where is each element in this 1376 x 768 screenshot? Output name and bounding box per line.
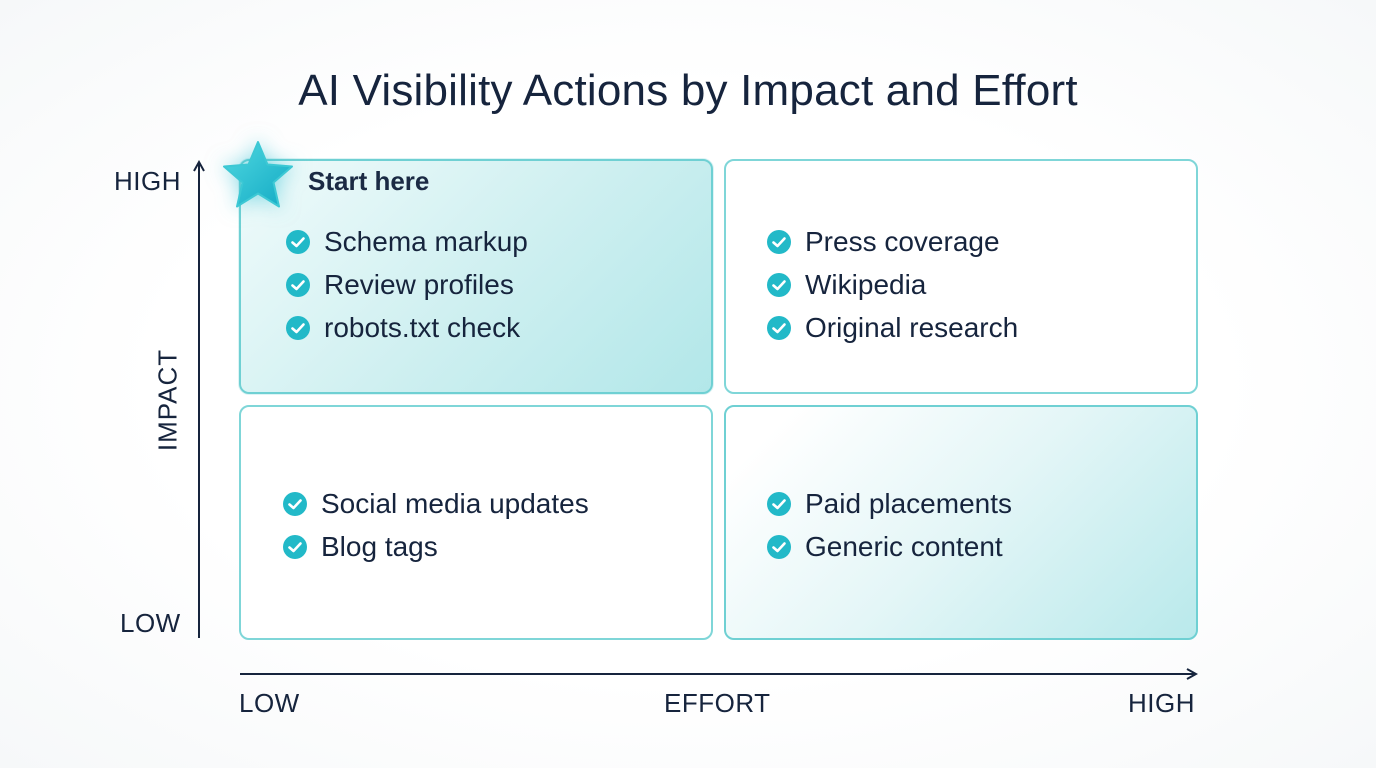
item-label: Schema markup bbox=[324, 225, 528, 257]
item-label: Social media updates bbox=[321, 487, 589, 519]
item-label: Paid placements bbox=[805, 487, 1013, 519]
y-axis-title: IMPACT bbox=[152, 348, 183, 452]
item-label: Original research bbox=[805, 311, 1019, 343]
quadrant-high-impact-low-effort bbox=[239, 159, 713, 394]
list-low-impact-low-effort: Social media updates Blog tags bbox=[283, 482, 589, 568]
list-item: robots.txt check bbox=[286, 306, 528, 349]
y-axis-high-label: HIGH bbox=[114, 166, 181, 196]
list-item: Generic content bbox=[767, 525, 1012, 568]
check-circle-icon bbox=[286, 272, 310, 297]
check-circle-icon bbox=[767, 491, 791, 516]
list-item: Press coverage bbox=[767, 220, 1018, 263]
item-label: Blog tags bbox=[321, 530, 438, 562]
x-axis-high-label: HIGH bbox=[1128, 688, 1195, 718]
x-axis-title: EFFORT bbox=[664, 688, 771, 718]
item-label: Press coverage bbox=[805, 225, 1000, 257]
list-item: Blog tags bbox=[283, 525, 589, 568]
check-circle-icon bbox=[283, 534, 307, 559]
check-circle-icon bbox=[767, 229, 791, 254]
list-high-impact-high-effort: Press coverage Wikipedia Original resear… bbox=[767, 220, 1018, 349]
start-here-label: Start here bbox=[308, 166, 430, 196]
quadrant-low-impact-low-effort bbox=[239, 405, 713, 640]
list-item: Wikipedia bbox=[767, 263, 1018, 306]
list-item: Paid placements bbox=[767, 482, 1012, 525]
check-circle-icon bbox=[767, 534, 791, 559]
list-high-impact-low-effort: Schema markup Review profiles robots.txt… bbox=[286, 220, 528, 349]
star-icon bbox=[223, 141, 293, 208]
list-item: Schema markup bbox=[286, 220, 528, 263]
y-axis-low-label: LOW bbox=[120, 608, 181, 638]
x-axis-low-label: LOW bbox=[239, 688, 300, 718]
item-label: Review profiles bbox=[324, 268, 514, 300]
quadrant-high-impact-high-effort bbox=[724, 159, 1198, 394]
page-title: AI Visibility Actions by Impact and Effo… bbox=[298, 66, 1078, 115]
check-circle-icon bbox=[767, 315, 791, 340]
item-label: Wikipedia bbox=[805, 268, 927, 300]
check-circle-icon bbox=[283, 491, 307, 516]
list-low-impact-high-effort: Paid placements Generic content bbox=[767, 482, 1012, 568]
list-item: Original research bbox=[767, 306, 1018, 349]
check-circle-icon bbox=[286, 229, 310, 254]
item-label: robots.txt check bbox=[324, 311, 521, 343]
check-circle-icon bbox=[767, 272, 791, 297]
quadrant-low-impact-high-effort bbox=[724, 405, 1198, 640]
item-label: Generic content bbox=[805, 530, 1003, 562]
list-item: Social media updates bbox=[283, 482, 589, 525]
list-item: Review profiles bbox=[286, 263, 528, 306]
check-circle-icon bbox=[286, 315, 310, 340]
